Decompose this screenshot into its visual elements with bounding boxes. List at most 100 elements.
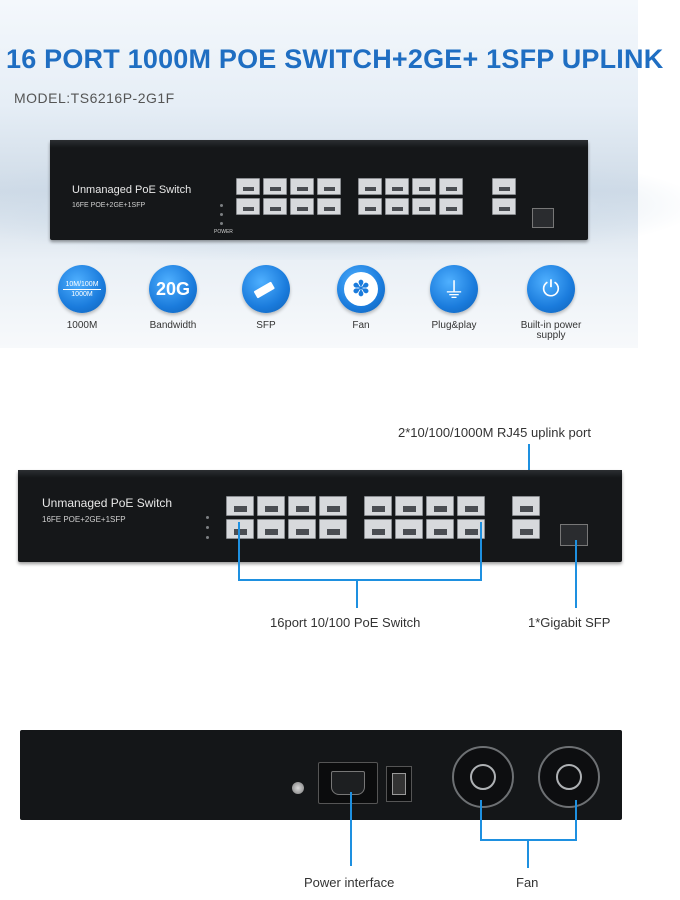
poe-bracket-left [238, 522, 240, 580]
feature-plug-play: ⏚ Plug&play [414, 265, 494, 331]
fan-bracket-right [575, 800, 577, 840]
rj45-port [358, 178, 382, 195]
rj45-port [364, 519, 392, 539]
poe-bracket-bottom [238, 579, 482, 581]
ground-screw [292, 782, 304, 794]
rj45-port [439, 178, 463, 195]
rj45-port [412, 178, 436, 195]
rj45-port [492, 198, 516, 215]
feature-label: 1000M [66, 320, 98, 331]
power-annotation: Power interface [304, 875, 395, 890]
feature-label: Built-in power supply [520, 320, 582, 341]
switch-label: Unmanaged PoE Switch [72, 184, 192, 196]
rj45-port-group [512, 496, 540, 539]
status-led [220, 204, 223, 207]
rj45-port-group [236, 178, 341, 215]
poe-bracket-stem [356, 580, 358, 608]
plug-icon: ⏚ [430, 265, 478, 313]
feature-fan: ✽ Fan [321, 265, 401, 331]
rj45-port [319, 496, 347, 516]
feature-power: ⏻ Built-in power supply [511, 265, 591, 341]
uplink-pointer [528, 444, 530, 484]
rj45-port [226, 519, 254, 539]
rj45-port [457, 496, 485, 516]
rj45-port [288, 496, 316, 516]
rj45-port [426, 519, 454, 539]
sfp-slot [560, 524, 588, 546]
fan-bracket-stem [527, 840, 529, 868]
sfp-pointer [575, 540, 577, 608]
switch-sublabel: 16FE POE+2GE+1SFP [42, 515, 126, 524]
power-icon: ⏻ [527, 265, 575, 313]
rj45-port-group [226, 496, 347, 539]
feature-label: Plug&play [431, 320, 477, 331]
status-led [220, 222, 223, 225]
product-title: 16 PORT 1000M POE SWITCH+2GE+ 1SFP UPLIN… [6, 44, 664, 74]
feature-label: Fan [352, 320, 370, 331]
poe-bracket-right [480, 522, 482, 580]
power-pointer [350, 792, 352, 866]
rj45-port [317, 198, 341, 215]
rj45-port [385, 198, 409, 215]
feature-bandwidth: 20G Bandwidth [133, 265, 213, 331]
poe-annotation: 16port 10/100 PoE Switch [270, 615, 421, 630]
power-socket [318, 762, 378, 804]
power-switch [386, 766, 412, 802]
rj45-port [317, 178, 341, 195]
rj45-port [492, 178, 516, 195]
rj45-port [257, 519, 285, 539]
rj45-port [226, 496, 254, 516]
rj45-port [319, 519, 347, 539]
power-label: POWER [214, 229, 233, 235]
rj45-port [395, 519, 423, 539]
rj45-port [257, 496, 285, 516]
feature-label: Bandwidth [149, 320, 197, 331]
rj45-port [263, 178, 287, 195]
model-number: MODEL:TS6216P-2G1F [14, 90, 175, 106]
rj45-port-group [492, 178, 516, 215]
bandwidth-badge-icon: 20G [149, 265, 197, 313]
rj45-port [426, 496, 454, 516]
rj45-port [236, 178, 260, 195]
status-led [206, 516, 209, 519]
sfp-module-icon [242, 265, 290, 313]
rj45-port [439, 198, 463, 215]
rj45-port [358, 198, 382, 215]
rj45-port-group [358, 178, 463, 215]
hero-banner: 16 PORT 1000M POE SWITCH+2GE+ 1SFP UPLIN… [0, 0, 680, 348]
uplink-annotation: 2*10/100/1000M RJ45 uplink port [398, 425, 591, 440]
sfp-annotation: 1*Gigabit SFP [528, 615, 611, 630]
fan-right [538, 746, 600, 808]
feature-label: SFP [256, 320, 276, 331]
rj45-port [290, 198, 314, 215]
status-led [220, 213, 223, 216]
switch-sublabel: 16FE POE+2GE+1SFP [72, 202, 146, 209]
fan-bracket-left [480, 800, 482, 840]
rj45-port [385, 178, 409, 195]
rj45-port [290, 178, 314, 195]
rj45-port [288, 519, 316, 539]
sfp-slot [532, 208, 554, 228]
rj45-port [236, 198, 260, 215]
rj45-port-group [364, 496, 485, 539]
fan-annotation: Fan [516, 875, 539, 890]
rj45-port [512, 496, 540, 516]
switch-front-image: Unmanaged PoE Switch 16FE POE+2GE+1SFP P… [50, 140, 588, 240]
feature-sfp: SFP [226, 265, 306, 331]
rj45-port [364, 496, 392, 516]
rj45-port [412, 198, 436, 215]
rj45-port [263, 198, 287, 215]
switch-rear-panel [20, 730, 622, 820]
status-led [206, 536, 209, 539]
rj45-port [457, 519, 485, 539]
fan-left [452, 746, 514, 808]
fan-icon: ✽ [337, 265, 385, 313]
rj45-port [512, 519, 540, 539]
status-led [206, 526, 209, 529]
switch-front-panel: Unmanaged PoE Switch 16FE POE+2GE+1SFP [18, 470, 622, 562]
switch-label: Unmanaged PoE Switch [42, 496, 173, 510]
rj45-port [395, 496, 423, 516]
